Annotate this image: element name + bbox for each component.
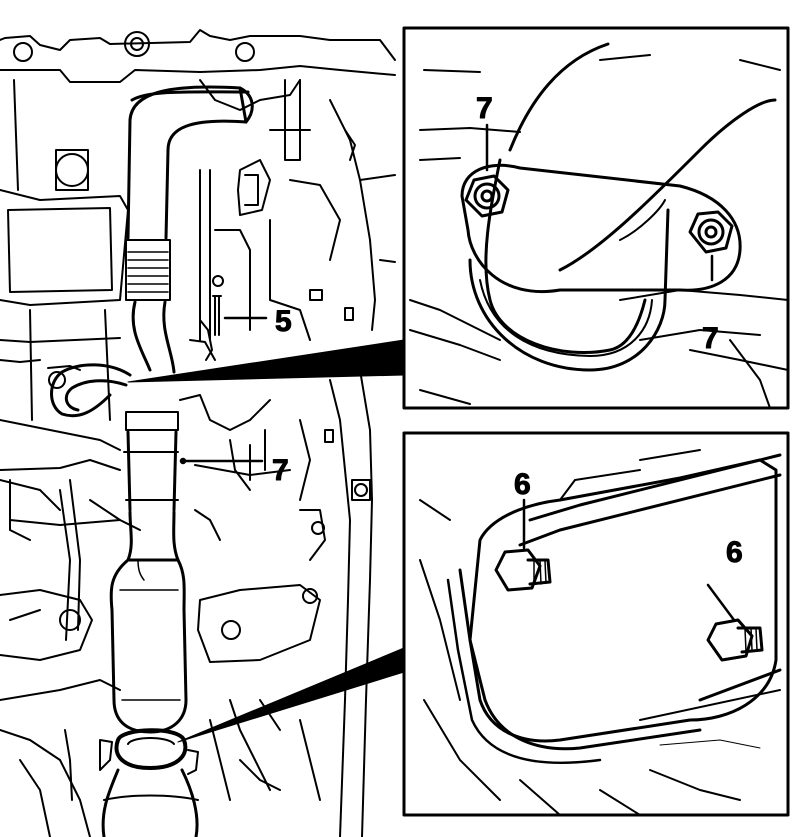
callout-6-left: 6 <box>514 468 531 501</box>
nut-bottom-right <box>706 618 764 662</box>
nut-top-left <box>464 174 510 218</box>
underbody-structure <box>0 29 396 837</box>
callout-7-top-right: 7 <box>702 322 719 355</box>
callout-5: 5 <box>275 305 292 338</box>
callout-7-top-left: 7 <box>476 92 493 125</box>
bolt-5 <box>212 275 268 336</box>
leader-7-main <box>179 457 264 465</box>
nut-top-right <box>688 210 734 254</box>
callout-7-main: 7 <box>272 454 289 487</box>
callout-6-right: 6 <box>726 536 743 569</box>
detail-inset-bottom <box>402 431 790 817</box>
nut-bottom-left <box>494 548 552 592</box>
exhaust-pipe <box>47 85 254 837</box>
detail-inset-top <box>402 26 790 410</box>
